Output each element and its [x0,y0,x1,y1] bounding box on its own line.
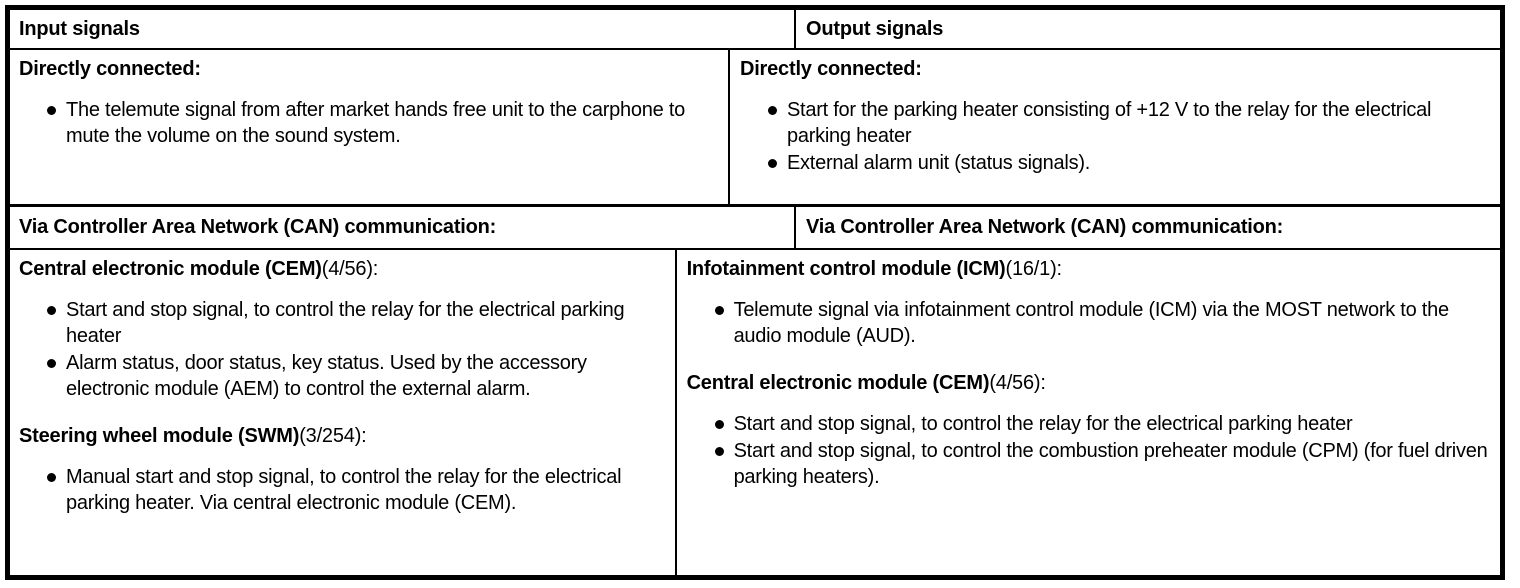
bullet-list-output-icm: Telemute signal via infotainment control… [687,297,1490,349]
cell-output-directly-connected: Directly connected: Start for the parkin… [730,50,1500,204]
bullet-list-input-cem: Start and stop signal, to control the re… [19,297,665,402]
table-row-can-header: Via Controller Area Network (CAN) commun… [10,207,1500,250]
list-item: Telemute signal via infotainment control… [687,297,1490,349]
bullet-list-output-cem: Start and stop signal, to control the re… [687,411,1490,490]
list-item: Start and stop signal, to control the re… [687,411,1490,437]
list-item: Manual start and stop signal, to control… [19,464,665,516]
cell-input-can-body: Central electronic module (CEM)(4/56): S… [10,250,677,575]
subheading-can-output: Via Controller Area Network (CAN) commun… [806,216,1284,238]
module-heading-cem-input: Central electronic module (CEM)(4/56): [19,250,665,288]
module-heading-icm-output: Infotainment control module (ICM)(16/1): [687,250,1490,288]
module-code: (3/254): [299,425,367,447]
subheading-can-input: Via Controller Area Network (CAN) commun… [19,216,497,238]
bullet-list-input-swm: Manual start and stop signal, to control… [19,464,665,516]
cell-output-can-header: Via Controller Area Network (CAN) commun… [796,207,1500,248]
cell-output-can-body: Infotainment control module (ICM)(16/1):… [677,250,1500,575]
module-code: (16/1): [1005,258,1063,280]
module-code: (4/56): [989,372,1046,394]
module-name: Central electronic module (CEM) [19,258,322,280]
module-name: Steering wheel module (SWM) [19,425,300,447]
spacer [687,350,1490,364]
list-item: Start and stop signal, to control the re… [19,297,665,349]
module-code: (4/56): [321,258,379,280]
header-cell-input: Input signals [10,10,796,48]
signals-table: Input signals Output signals Directly co… [5,5,1505,580]
subheading-directly-connected-input: Directly connected: [19,58,201,80]
list-item: Alarm status, door status, key status. U… [19,350,665,402]
module-heading-cem-output: Central electronic module (CEM)(4/56): [687,364,1490,402]
module-name: Infotainment control module (ICM) [686,258,1006,280]
table-row-can-body: Central electronic module (CEM)(4/56): S… [10,250,1500,575]
spacer [19,403,665,417]
column-header-output-signals: Output signals [806,18,944,40]
module-name: Central electronic module (CEM) [686,372,990,394]
subheading-directly-connected-output: Directly connected: [739,58,922,80]
list-item: External alarm unit (status signals). [740,150,1490,176]
table-row-directly-connected: Directly connected: The telemute signal … [10,50,1500,207]
column-header-input-signals: Input signals [19,18,140,40]
list-item: Start and stop signal, to control the co… [687,438,1490,490]
cell-input-can-header: Via Controller Area Network (CAN) commun… [10,207,796,248]
table-header-row: Input signals Output signals [10,10,1500,50]
bullet-list-output-direct: Start for the parking heater consisting … [740,97,1490,176]
list-item: The telemute signal from after market ha… [19,97,718,149]
list-item: Start for the parking heater consisting … [740,97,1490,149]
module-heading-swm-input: Steering wheel module (SWM)(3/254): [19,417,665,455]
header-cell-output: Output signals [796,10,1500,48]
cell-input-directly-connected: Directly connected: The telemute signal … [10,50,730,204]
bullet-list-input-direct: The telemute signal from after market ha… [19,97,718,149]
